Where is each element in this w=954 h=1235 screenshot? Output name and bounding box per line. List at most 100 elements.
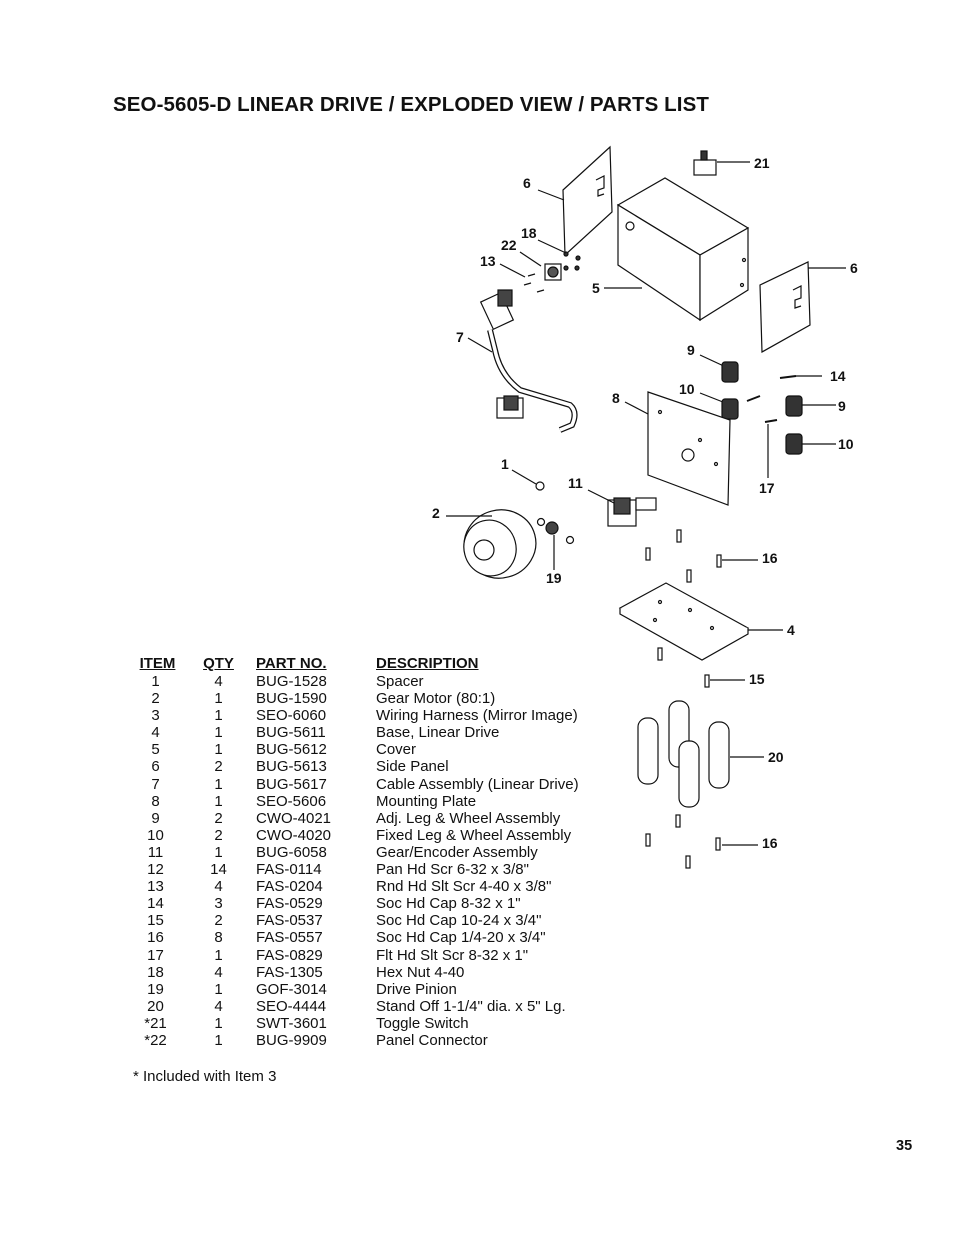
gear-motor-part xyxy=(446,509,537,579)
cell-description: Spacer xyxy=(376,673,424,690)
cell-description: Gear Motor (80:1) xyxy=(376,690,496,708)
footnote: * Included with Item 3 xyxy=(133,1068,277,1085)
callout-18: 18 xyxy=(521,225,537,241)
table-row: 10 2 CWO-4020 Fixed Leg & Wheel Assembly xyxy=(130,827,606,844)
cell-qty: 1 xyxy=(214,707,223,725)
header-part-no: PART NO. xyxy=(256,655,327,672)
cell-qty: 2 xyxy=(214,826,223,844)
cell-part-no: SWT-3601 xyxy=(256,1014,327,1032)
cell-part-no: SEO-5606 xyxy=(256,792,327,810)
cell-part-no: BUG-5613 xyxy=(256,758,327,776)
base-part xyxy=(618,582,783,661)
cell-item: 7 xyxy=(151,775,160,793)
cell-item: *22 xyxy=(144,1031,167,1049)
cell-qty: 3 xyxy=(214,895,223,913)
cell-qty: 4 xyxy=(214,997,223,1015)
cell-item: 3 xyxy=(151,707,160,725)
cell-item: 17 xyxy=(147,946,164,964)
cell-part-no: CWO-4021 xyxy=(256,809,332,827)
cell-description: Adj. Leg & Wheel Assembly xyxy=(376,809,561,827)
callout-21: 21 xyxy=(754,155,770,171)
callout-19: 19 xyxy=(546,570,562,586)
callout-14: 14 xyxy=(830,368,846,384)
callout-16-upper: 16 xyxy=(762,550,778,566)
page-number: 35 xyxy=(896,1138,913,1154)
cell-part-no: FAS-0537 xyxy=(256,912,323,930)
cell-part-no: FAS-1305 xyxy=(256,963,323,981)
cell-item: 6 xyxy=(151,758,160,776)
cell-item: 15 xyxy=(147,912,164,930)
callout-5: 5 xyxy=(592,280,600,296)
cell-description: Panel Connector xyxy=(376,1031,488,1049)
cell-item: 19 xyxy=(147,980,164,998)
cell-part-no: BUG-5612 xyxy=(256,741,327,759)
cell-item: 2 xyxy=(151,690,160,708)
cell-item: 20 xyxy=(147,997,164,1015)
callout-9-upper: 9 xyxy=(687,342,695,358)
cell-qty: 4 xyxy=(214,878,223,896)
cell-qty: 1 xyxy=(214,1014,223,1032)
header-qty: QTY xyxy=(203,655,234,672)
header-description: DESCRIPTION xyxy=(376,655,479,672)
screws-15-part xyxy=(657,647,745,688)
cell-part-no: BUG-6058 xyxy=(256,843,327,861)
cell-qty: 1 xyxy=(214,775,223,793)
cell-description: Soc Hd Cap 1/4-20 x 3/4" xyxy=(376,929,546,947)
cell-item: 14 xyxy=(147,895,164,913)
cell-description: Mounting Plate xyxy=(376,792,477,810)
page-title: SEO-5605-D LINEAR DRIVE / EXPLODED VIEW … xyxy=(113,93,709,116)
screws-upper-part xyxy=(645,529,758,583)
cell-part-no: SEO-6060 xyxy=(256,707,327,725)
callout-1: 1 xyxy=(501,456,509,472)
cell-part-no: BUG-5617 xyxy=(256,775,327,793)
cell-qty: 1 xyxy=(214,843,223,861)
cell-description: Base, Linear Drive xyxy=(376,724,500,742)
cell-part-no: CWO-4020 xyxy=(256,826,332,844)
standoffs-part xyxy=(637,700,764,808)
cell-item: 16 xyxy=(147,929,164,947)
cell-description: Toggle Switch xyxy=(376,1014,469,1032)
callout-6-left: 6 xyxy=(523,175,531,191)
cell-qty: 1 xyxy=(214,792,223,810)
cell-item: 4 xyxy=(151,724,160,742)
cell-item: 1 xyxy=(151,673,160,690)
small-hardware-part xyxy=(511,469,657,570)
cell-item: 10 xyxy=(147,826,164,844)
callout-7: 7 xyxy=(456,329,464,345)
cable-assembly-part xyxy=(467,289,578,433)
callout-17: 17 xyxy=(759,480,775,496)
header-item: ITEM xyxy=(139,655,176,672)
cell-description: Cable Assembly (Linear Drive) xyxy=(376,775,579,793)
callout-2: 2 xyxy=(432,505,440,521)
cell-description: Fixed Leg & Wheel Assembly xyxy=(376,826,572,844)
cell-part-no: FAS-0557 xyxy=(256,929,323,947)
cover-part xyxy=(604,177,750,322)
cell-description: Drive Pinion xyxy=(376,980,457,998)
cell-qty: 1 xyxy=(214,980,223,998)
cell-part-no: GOF-3014 xyxy=(256,980,327,998)
cell-part-no: BUG-1528 xyxy=(256,673,327,690)
callout-6-right: 6 xyxy=(850,260,858,276)
callout-10-upper: 10 xyxy=(679,381,695,397)
callout-15: 15 xyxy=(749,671,765,687)
callout-8: 8 xyxy=(612,390,620,406)
cell-description: Stand Off 1-1/4" dia. x 5" Lg. xyxy=(376,997,566,1015)
cell-qty: 1 xyxy=(214,741,223,759)
cell-part-no: FAS-0829 xyxy=(256,946,323,964)
callout-16-lower: 16 xyxy=(762,835,778,851)
cell-description: Pan Hd Scr 6-32 x 3/8" xyxy=(376,861,529,879)
